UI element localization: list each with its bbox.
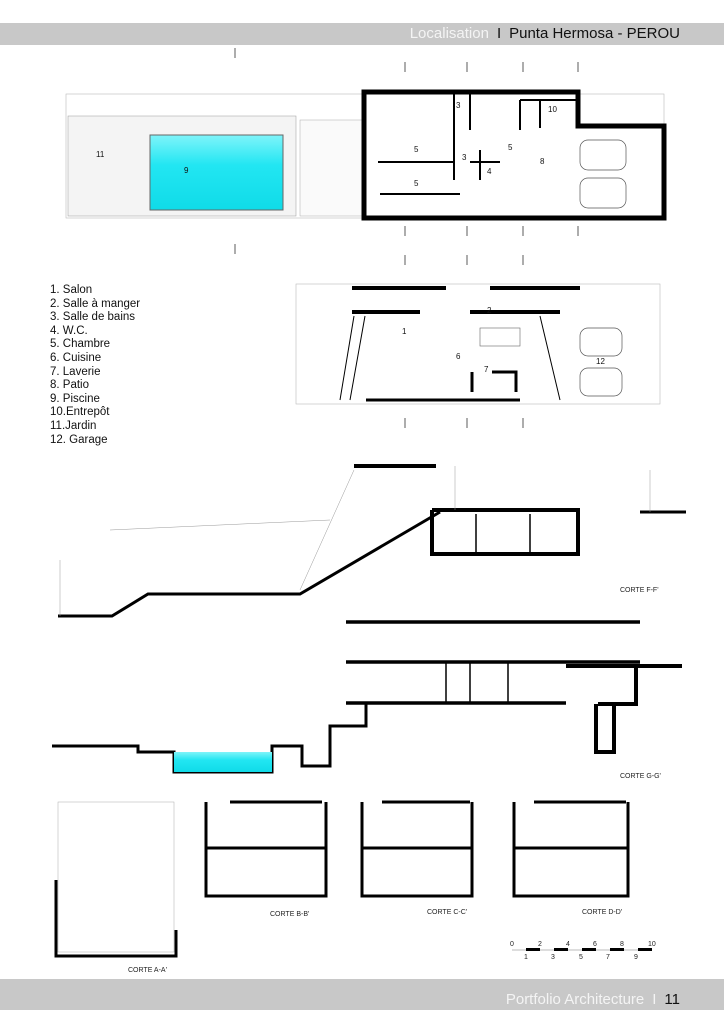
legend-item: 12. Garage xyxy=(50,433,108,446)
svg-text:9: 9 xyxy=(184,166,189,175)
svg-text:8: 8 xyxy=(540,157,545,166)
room-labels-upper: 11 9 3 10 5 5 3 4 5 8 xyxy=(96,101,557,188)
page-number: 11 xyxy=(664,991,680,1008)
section-label: CORTE F-F' xyxy=(620,587,659,594)
room-legend: 1. Salon 2. Salle à manger 3. Salle de b… xyxy=(50,284,140,447)
svg-text:2: 2 xyxy=(487,306,492,315)
svg-text:3: 3 xyxy=(456,101,461,110)
svg-text:6: 6 xyxy=(456,352,461,361)
svg-text:9: 9 xyxy=(634,954,638,961)
svg-text:4: 4 xyxy=(566,941,570,948)
svg-text:8: 8 xyxy=(620,941,624,948)
legend-item: 2. Salle à manger xyxy=(50,297,141,310)
svg-text:7: 7 xyxy=(606,954,610,961)
svg-text:5: 5 xyxy=(414,179,419,188)
legend-item: 7. Laverie xyxy=(50,365,101,378)
header-location: Punta Hermosa - PEROU xyxy=(509,25,680,42)
section-label: CORTE D-D' xyxy=(582,909,622,916)
section-f-f xyxy=(58,464,686,618)
scale-bar: 0 2 4 6 8 10 1 3 5 7 9 xyxy=(510,941,656,961)
svg-text:7: 7 xyxy=(484,365,489,374)
svg-text:0: 0 xyxy=(510,941,514,948)
floor-plan-lower xyxy=(295,255,661,428)
svg-text:10: 10 xyxy=(548,105,557,114)
section-label: CORTE B-B' xyxy=(270,911,309,918)
svg-text:3: 3 xyxy=(551,954,555,961)
legend-item: 9. Piscine xyxy=(50,392,100,405)
footer-title: Portfolio Architecture xyxy=(505,991,645,1008)
legend-item: 4. W.C. xyxy=(50,324,88,337)
svg-text:1: 1 xyxy=(402,327,407,336)
svg-text:5: 5 xyxy=(414,145,419,154)
section-c-c xyxy=(360,800,474,898)
svg-text:12: 12 xyxy=(596,357,605,366)
legend-item: 10.Entrepôt xyxy=(50,406,110,419)
legend-item: 8. Patio xyxy=(50,379,89,392)
svg-text:5: 5 xyxy=(579,954,583,961)
header-section: Localisation xyxy=(409,25,489,42)
section-label: CORTE C-C' xyxy=(427,909,467,916)
legend-item: 3. Salle de bains xyxy=(50,311,136,324)
section-g-g xyxy=(52,620,682,774)
svg-text:6: 6 xyxy=(593,941,597,948)
legend-item: 1. Salon xyxy=(50,284,93,296)
svg-text:3: 3 xyxy=(462,153,467,162)
section-d-d xyxy=(512,800,630,898)
section-a-a xyxy=(54,801,178,958)
svg-text:5: 5 xyxy=(508,143,513,152)
section-label: CORTE G-G' xyxy=(620,773,661,780)
floor-plan-upper xyxy=(65,48,667,254)
svg-text:11: 11 xyxy=(96,150,105,159)
svg-text:1: 1 xyxy=(524,954,528,961)
svg-text:4: 4 xyxy=(487,167,492,176)
section-label: CORTE A-A' xyxy=(128,967,167,974)
legend-item: 6. Cuisine xyxy=(50,351,102,364)
room-labels-lower: 2 1 6 7 12 xyxy=(402,306,605,374)
legend-item: 11.Jardin xyxy=(50,419,97,432)
section-b-b xyxy=(204,800,328,898)
svg-text:10: 10 xyxy=(648,941,656,948)
legend-item: 5. Chambre xyxy=(50,338,111,351)
svg-text:2: 2 xyxy=(538,941,542,948)
